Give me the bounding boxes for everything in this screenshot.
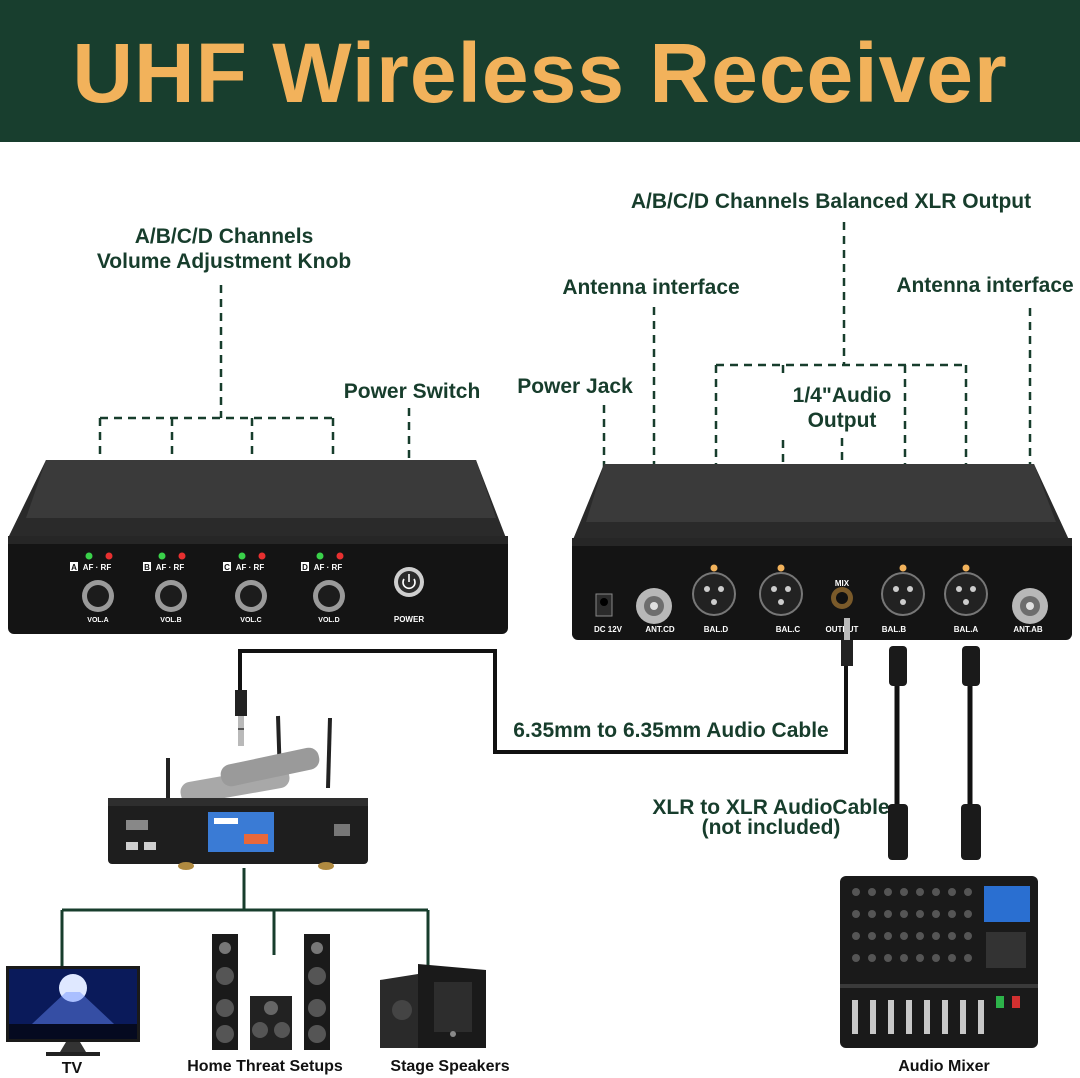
stage-speakers-icon (380, 964, 486, 1048)
antenna-left-label: Antenna interface (562, 276, 740, 299)
tv-icon (6, 966, 140, 1056)
xlr-output-label: A/B/C/D Channels Balanced XLR Output (630, 190, 1032, 213)
channel-a-group (82, 552, 114, 612)
ant-ab-label: ANT.AB (1013, 625, 1043, 634)
channel-d-indicator: AF · RF (314, 563, 343, 572)
power-label: POWER (394, 615, 424, 624)
channel-c-group (235, 552, 267, 612)
audio-output-label-line2: Output (807, 409, 877, 432)
antenna-cd-connector (636, 588, 672, 624)
xlr-cable-label-line2: (not included) (701, 816, 841, 839)
page-title: UHF Wireless Receiver (72, 26, 1008, 120)
audio-output-label: 1/4"Audio Output (764, 383, 920, 433)
bal-b-label: BAL.B (882, 625, 907, 634)
stage-speakers-label: Stage Speakers (390, 1058, 510, 1075)
channel-b-indicator: AF · RF (156, 563, 185, 572)
mix-output-jack (831, 587, 853, 609)
xlr-cable-label: XLR to XLR AudioCable (not included) (640, 796, 902, 839)
home-theater-label: Home Threat Setups (187, 1058, 343, 1075)
channel-a-indicator: AF · RF (83, 563, 112, 572)
bal-a-connector (944, 564, 988, 616)
volume-knob-label-line1: A/B/C/D Channels (134, 225, 314, 248)
bal-d-connector (692, 564, 736, 616)
antenna-right-label: Antenna interface (896, 274, 1074, 297)
vol-d-label: VOL.D (318, 617, 339, 624)
karaoke-amplifier (108, 715, 368, 870)
receiver-rear-panel: DC 12V ANT.CD BAL.D BAL.C MIX OUTPUT BAL… (572, 464, 1072, 640)
title-banner: UHF Wireless Receiver (0, 0, 1080, 142)
antenna-ab-connector (1012, 588, 1048, 624)
xlr-plug-pair (888, 646, 981, 860)
channel-c-indicator: AF · RF (236, 563, 265, 572)
volume-knob-label: A/B/C/D Channels Volume Adjustment Knob (64, 224, 384, 274)
power-switch-label: Power Switch (343, 380, 481, 403)
dc-label: DC 12V (594, 625, 623, 634)
channel-c-letter-text: C (224, 563, 230, 572)
audio-cable-label: 6.35mm to 6.35mm Audio Cable (513, 719, 829, 742)
tv-label: TV (61, 1060, 83, 1077)
quarter-inch-plug-right (841, 618, 853, 666)
channel-d-group (313, 552, 345, 612)
quarter-inch-plug-left (235, 690, 247, 746)
home-theater-icon (212, 934, 330, 1050)
receiver-front-panel: A B C D A B C D AF · RF AF · RF AF · RF … (8, 460, 508, 634)
bal-c-label: BAL.C (776, 625, 801, 634)
power-button[interactable] (394, 567, 424, 597)
channel-b-letter-text: B (144, 563, 150, 572)
audio-mixer-label: Audio Mixer (898, 1058, 990, 1075)
mix-label: MIX (835, 579, 850, 588)
bal-c-connector (759, 564, 803, 616)
power-jack-label: Power Jack (517, 375, 633, 398)
vol-a-label: VOL.A (87, 617, 108, 624)
vol-c-label: VOL.C (240, 617, 261, 624)
channel-d-letter-text: D (302, 563, 308, 572)
channel-a-letter-text: A (71, 563, 77, 572)
ant-cd-label: ANT.CD (645, 625, 675, 634)
xlr-cable-label-line1: XLR to XLR AudioCable (652, 796, 890, 819)
bal-b-connector (881, 564, 925, 616)
output-label: OUTPUT (826, 625, 859, 634)
bal-a-label: BAL.A (954, 625, 979, 634)
audio-output-label-line1: 1/4"Audio (792, 384, 892, 407)
channel-b-group (155, 552, 187, 612)
audio-mixer-icon (840, 876, 1038, 1048)
vol-b-label: VOL.B (160, 617, 181, 624)
volume-knob-label-line2: Volume Adjustment Knob (96, 250, 352, 273)
bal-d-label: BAL.D (704, 625, 729, 634)
